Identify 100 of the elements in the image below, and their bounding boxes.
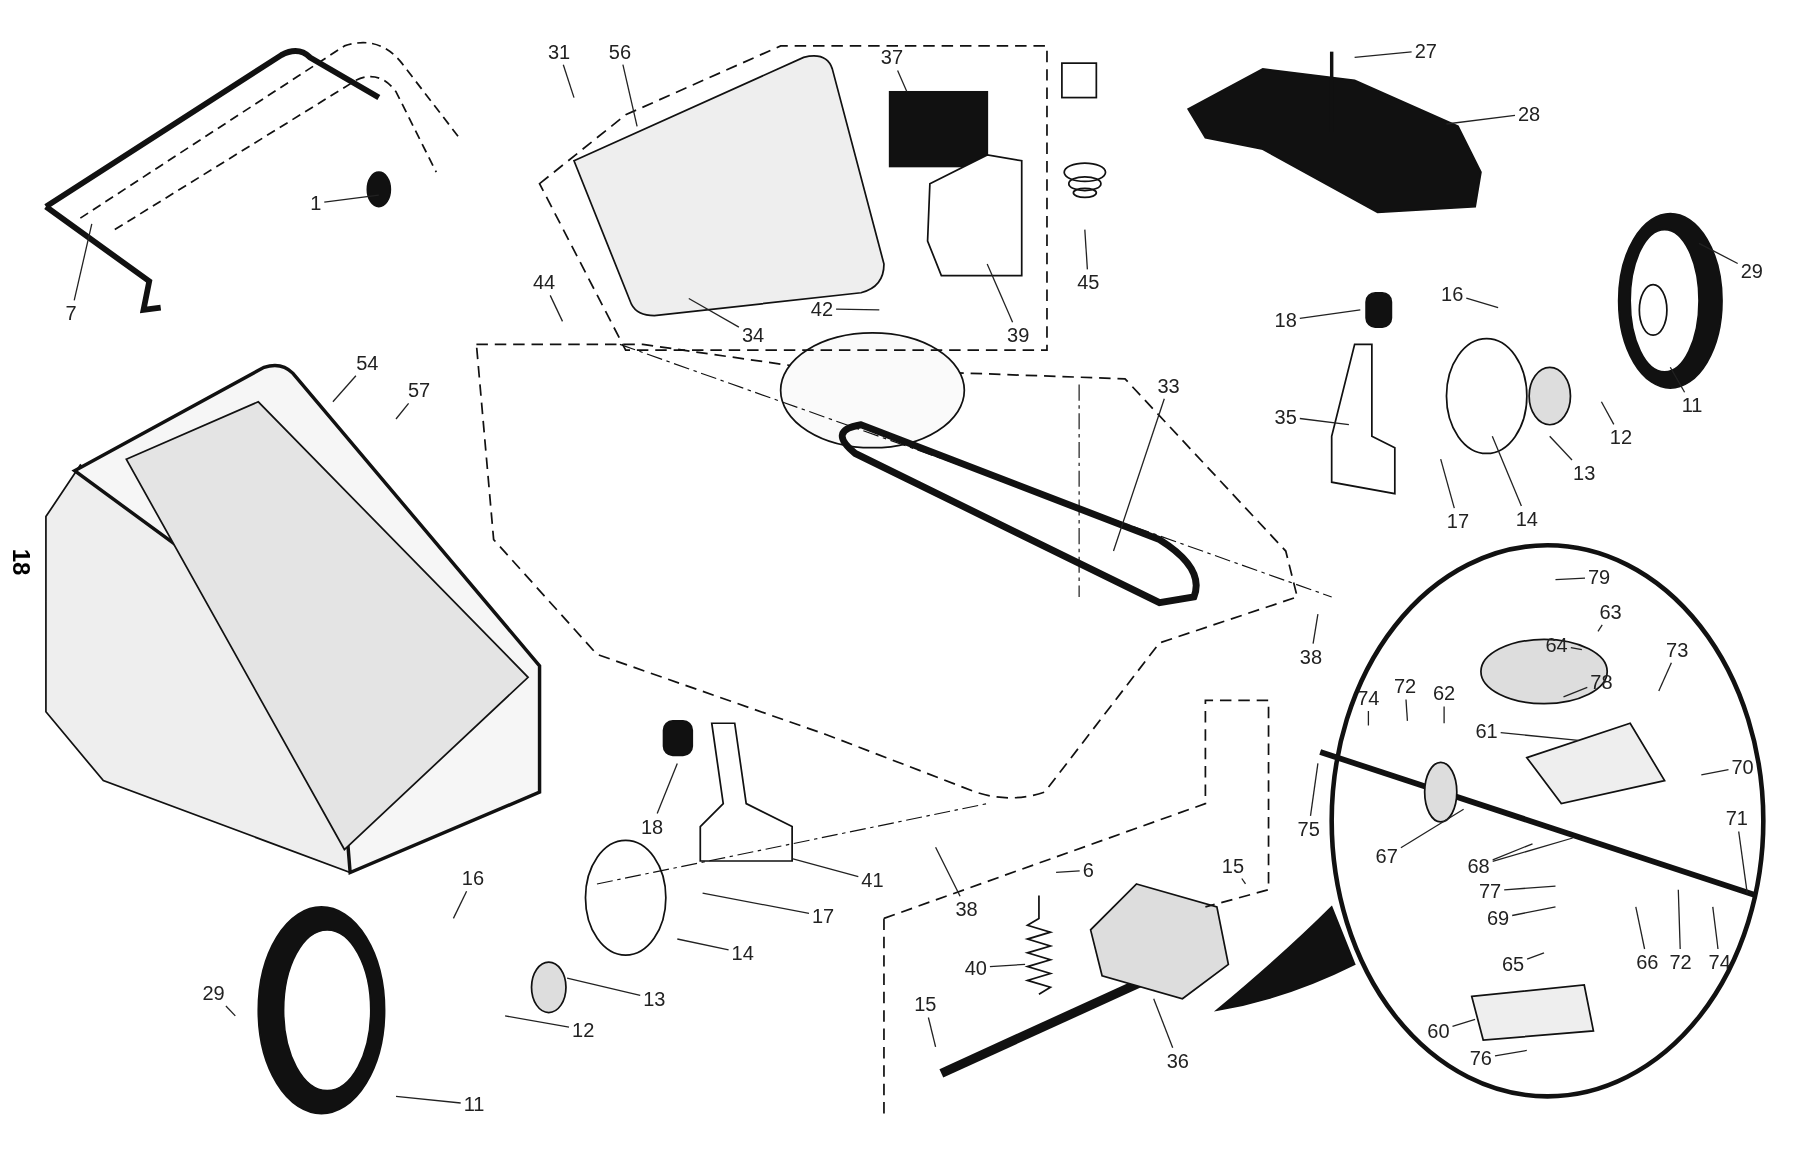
callout-number: 61 — [1474, 720, 1499, 743]
leader-line — [1562, 686, 1588, 698]
callout-number: 54 — [355, 351, 380, 374]
callout-number: 42 — [809, 297, 835, 320]
callout-number: 44 — [532, 271, 557, 294]
leader-line — [989, 963, 1026, 968]
callout-number: 56 — [607, 40, 632, 63]
callout-number: 41 — [860, 869, 885, 892]
leader-line — [1500, 732, 1580, 742]
callout-number: 74 — [1356, 686, 1381, 709]
callout-number: 70 — [1730, 755, 1755, 778]
leader-line — [1503, 885, 1557, 891]
callout-number: 11 — [1680, 394, 1704, 417]
leader-line — [934, 846, 961, 897]
callout-number: 17 — [810, 905, 836, 928]
callout-number: 38 — [954, 898, 979, 921]
leader-line — [1451, 1018, 1476, 1028]
leader-line — [1669, 366, 1686, 393]
leader-line — [1600, 401, 1615, 426]
leader-line — [1405, 698, 1409, 722]
callout-number: 7 — [64, 302, 78, 325]
callout-number: 79 — [1586, 566, 1612, 589]
leader-line — [73, 223, 93, 302]
callout-number: 29 — [1739, 259, 1764, 282]
leader-line — [549, 294, 564, 323]
callout-number: 69 — [1485, 907, 1511, 930]
leader-line — [927, 1016, 937, 1048]
callout-number: 40 — [963, 956, 988, 979]
page-number: 18 — [7, 548, 36, 576]
callout-number: 15 — [913, 993, 938, 1016]
callout-number: 27 — [1413, 39, 1438, 62]
leader-line — [1492, 837, 1574, 863]
callout-number: 1 — [309, 192, 323, 215]
leader-line — [566, 977, 641, 997]
callout-number: 34 — [740, 324, 766, 347]
leader-line — [656, 762, 678, 815]
leader-line — [1677, 889, 1681, 950]
callout-number: 72 — [1668, 951, 1693, 973]
leader-line — [701, 892, 810, 915]
callout-number: 66 — [1635, 951, 1660, 973]
leader-line — [1549, 435, 1573, 461]
leader-line — [896, 69, 908, 93]
callout-number: 68 — [1466, 854, 1491, 877]
callout-number: 13 — [642, 987, 667, 1010]
callout-number: 16 — [460, 867, 486, 890]
leader-line — [395, 402, 410, 420]
leader-line — [688, 297, 740, 328]
callout-number: 11 — [462, 1093, 486, 1116]
callout-number: 35 — [1273, 405, 1298, 428]
callout-number: 37 — [879, 46, 905, 69]
leader-line — [1712, 906, 1719, 950]
leader-line — [1055, 870, 1081, 874]
leader-line — [452, 890, 468, 920]
leader-line — [1526, 952, 1545, 960]
leader-line — [1465, 297, 1499, 309]
callout-number: 13 — [1572, 461, 1597, 484]
callout-number: 75 — [1296, 817, 1321, 840]
leader-line — [676, 938, 730, 951]
leader-line — [395, 1095, 462, 1104]
leader-line — [323, 194, 380, 203]
callout-number: 76 — [1468, 1047, 1493, 1070]
leader-line — [1112, 398, 1165, 552]
callout-number: 73 — [1665, 638, 1690, 661]
leader-line — [1400, 808, 1465, 849]
callout-number: 16 — [1440, 282, 1465, 305]
leader-line — [1367, 710, 1370, 727]
leader-line — [1440, 458, 1455, 509]
leader-line — [1491, 435, 1523, 507]
leader-line — [1700, 768, 1730, 776]
callout-number: 12 — [1608, 426, 1634, 449]
callout-number: 57 — [406, 379, 432, 402]
callout-number: 31 — [546, 40, 572, 63]
callout-number: 39 — [1006, 324, 1031, 347]
leader-line — [1299, 417, 1350, 426]
callout-number: 74 — [1707, 951, 1732, 973]
leader-line — [1597, 624, 1603, 633]
callout-number: 33 — [1156, 374, 1181, 397]
leader-line — [1511, 906, 1557, 917]
leader-line — [1698, 242, 1739, 265]
leader-line — [504, 1015, 570, 1028]
leader-line — [225, 1005, 236, 1017]
callout-number: 14 — [730, 941, 755, 964]
callout-number: 71 — [1724, 807, 1749, 830]
callout-number: 18 — [639, 815, 665, 838]
leader-line — [1353, 51, 1413, 59]
callout-number: 6 — [1081, 859, 1095, 882]
callout-number: 63 — [1598, 600, 1623, 623]
leader-line — [1445, 114, 1516, 125]
callout-number: 18 — [1273, 309, 1298, 332]
leader-line — [1570, 647, 1583, 651]
leader-line — [986, 263, 1014, 323]
leader-line — [1443, 705, 1445, 724]
callout-number: 12 — [571, 1018, 596, 1041]
leader-line — [1738, 830, 1748, 894]
callout-number: 15 — [1220, 854, 1246, 877]
callout-number: 65 — [1500, 953, 1526, 976]
leader-line — [1241, 877, 1247, 885]
callout-number: 14 — [1514, 507, 1539, 530]
leader-line — [1554, 577, 1586, 581]
callout-number: 17 — [1445, 510, 1471, 533]
